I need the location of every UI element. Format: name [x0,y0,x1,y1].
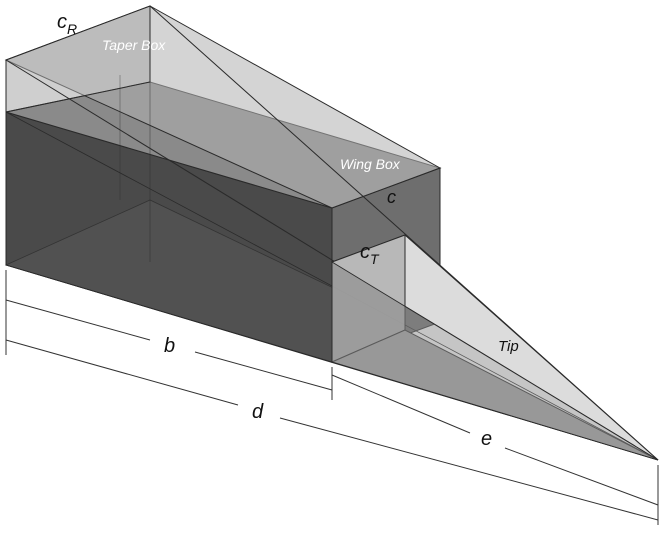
dim-d-line [5,339,239,406]
label-tip: Tip [498,338,519,355]
tip-face-under [331,261,659,461]
label-c-t: cT [360,241,380,267]
label-wing-box: Wing Box [340,156,401,172]
label-c: c [387,187,396,207]
dim-b-line [5,299,151,341]
label-e: e [481,428,492,450]
dim-e-line [331,374,471,434]
label-b: b [164,335,175,357]
label-c-r: cR [57,11,77,37]
label-taper-box: Taper Box [102,37,166,53]
dimension-lines [5,270,659,525]
label-d: d [252,401,264,423]
